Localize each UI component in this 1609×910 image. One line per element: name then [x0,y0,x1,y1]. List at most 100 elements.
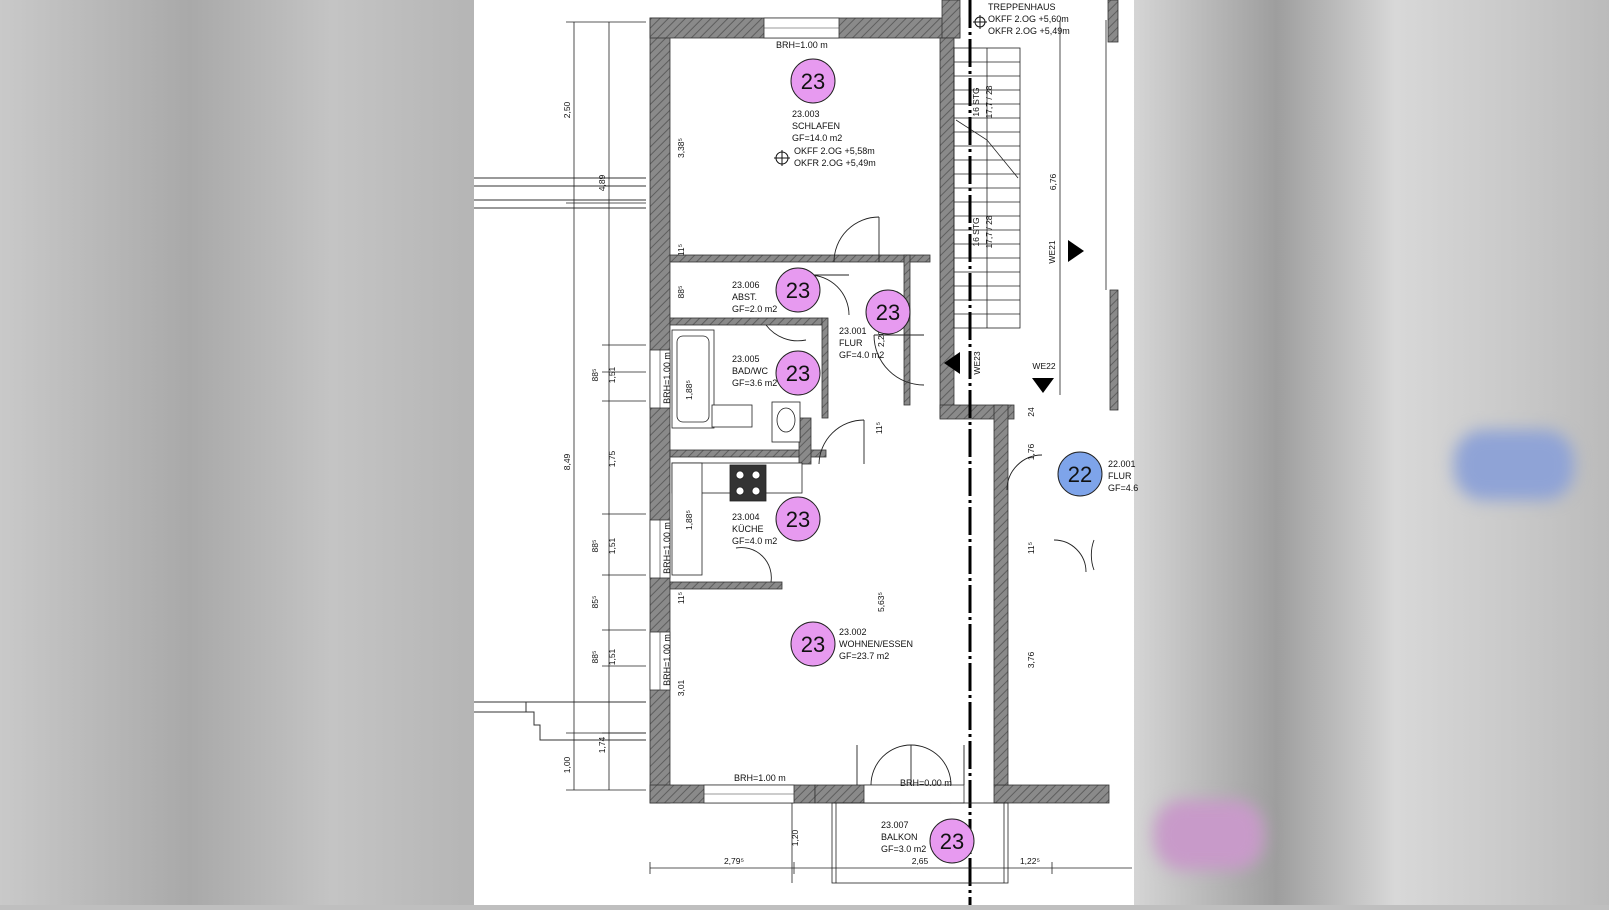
dim-mid-a: 4,89 [597,174,607,191]
room-schlafen: 23 23.003 SCHLAFEN GF=14.0 m2 [790,58,842,143]
room-name: FLUR [839,338,863,348]
room-name: FLUR [1108,471,1132,481]
stair-title: TREPPENHAUS [988,2,1056,12]
room-balkon: 23 23.007 BALKON GF=3.0 m2 [881,818,975,864]
dim-chain-2: 1,75 [607,450,617,467]
bedroom-level-okff: OKFF 2.OG +5,58m [794,146,875,156]
room-number: 23.005 [732,354,760,364]
walls [649,0,1119,804]
balcony [649,802,1132,884]
room-number: 23.003 [792,109,820,119]
dim-right-flur: 1,76 [1026,443,1036,460]
room-name: ABST. [732,292,757,302]
dim-bottom-left: 2,79⁵ [724,856,744,866]
kitchen-counter [671,462,803,576]
room-kueche: 23 23.004 KÜCHE GF=4.0 m2 [732,496,821,546]
level-marker-icon [973,15,987,29]
blurred-background-right [1134,0,1609,905]
dim-wall-11c: 11⁵ [676,592,686,604]
room-badge-number: 22 [1068,462,1092,487]
room-wohnen-essen: 23 23.002 WOHNEN/ESSEN GF=23.7 m2 [790,621,913,667]
floor-plan-sheet: 2,50 4,89 8,49 88⁵ 1,51 1,75 88⁵ 1,51 85… [474,0,1138,905]
dim-chain-0: 88⁵ [590,369,600,382]
room-badge-number: 23 [940,829,964,854]
floor-plan: 2,50 4,89 8,49 88⁵ 1,51 1,75 88⁵ 1,51 85… [474,0,1138,905]
stair-level-okfr: OKFR 2.OG +5,49m [988,26,1070,36]
room-abst: 23 23.006 ABST. GF=2.0 m2 [732,267,821,314]
window-height-balcony-door: BRH=0.00 m [900,778,952,788]
bath-fixtures [711,401,801,443]
dim-right-top: 24 [1026,407,1036,417]
stair-flight-lower: 16 STG [971,217,981,246]
dim-balcony-depth: 1,20 [790,829,800,846]
dimension-lines-left [566,21,646,791]
room-area: GF=4.0 m2 [839,350,884,360]
dim-wall-11b: 11⁵ [874,422,884,434]
room-flur: 23 23.001 FLUR GF=4.0 m2 [839,289,911,360]
room-badge-number: 23 [786,361,810,386]
dim-wall-11a: 11⁵ [676,244,686,256]
dim-living-height: 5,63⁵ [876,592,886,612]
room-name: BAD/WC [732,366,769,376]
room-number: 23.007 [881,820,909,830]
staircase [953,20,1107,395]
room-badge-number: 23 [876,300,900,325]
room-area: GF=23.7 m2 [839,651,889,661]
room-name: SCHLAFEN [792,121,840,131]
room-badge [775,496,821,542]
blurred-badge-pink [1154,800,1264,870]
dim-living-lower: 3,01 [676,679,686,696]
room-area: GF=4.6 [1108,483,1138,493]
room-badge-number: 23 [801,69,825,94]
dim-bedroom-height: 3,38⁵ [676,138,686,158]
room-number: 22.001 [1108,459,1136,469]
room-bad-wc: 23 23.005 BAD/WC GF=3.6 m2 [732,350,821,396]
room-neighbor-flur: 22 22.001 FLUR GF=4.6 [1057,451,1138,497]
room-badge [865,289,911,335]
window-height-bath: BRH=1.00 m [662,352,672,404]
room-area: GF=3.0 m2 [881,844,926,854]
stair-flight-lower-ratio: 17,7 / 28 [984,215,994,248]
room-area: GF=2.0 m2 [732,304,777,314]
dim-bottom-mid: 2,65 [912,856,929,866]
dim-kitchen-height: 1,88⁵ [684,510,694,530]
dim-chain-7: 1,51 [607,648,617,665]
room-name: KÜCHE [732,524,764,534]
bathtub [671,329,715,429]
blurred-background-left [0,0,474,905]
room-badge [775,350,821,396]
unit-tag-we22: WE22 [1032,361,1055,371]
room-name: BALKON [881,832,918,842]
dim-chain-6: 88⁵ [590,651,600,664]
unit-tag-we21: WE21 [1047,240,1057,263]
dim-bath-height: 1,88⁵ [684,380,694,400]
window-height-top: BRH=1.00 m [776,40,828,50]
room-number: 23.001 [839,326,867,336]
dim-flur-height: 2,20⁵ [876,327,886,347]
room-number: 23.004 [732,512,760,522]
room-badge-number: 23 [786,278,810,303]
dim-outer-bottom: 1,00 [562,756,572,773]
dim-right-wall: 11⁵ [1026,542,1036,554]
room-badge [1057,451,1103,497]
stair-length: 6,76 [1048,173,1058,190]
dim-mid-b: 1,74 [597,736,607,753]
room-number: 23.006 [732,280,760,290]
stair-flight-upper-ratio: 17,7 / 28 [984,85,994,118]
room-badge [790,621,836,667]
exterior-structure-left [474,177,646,741]
room-name: WOHNEN/ESSEN [839,639,913,649]
dim-chain-4: 1,51 [607,537,617,554]
dim-outer-top: 2,50 [562,101,572,118]
dim-chain-5: 85⁵ [590,596,600,609]
stair-level-okff: OKFF 2.OG +5,60m [988,14,1069,24]
dim-right-lower: 3,76 [1026,651,1036,668]
window-height-kitchen: BRH=1.00 m [662,522,672,574]
window-height-living-bottom: BRH=1.00 m [734,773,786,783]
level-marker-icon [774,150,790,166]
room-area: GF=3.6 m2 [732,378,777,388]
dim-chain-3: 88⁵ [590,540,600,553]
dim-outer-total: 8,49 [562,453,572,470]
unit-arrow-icon [944,240,1084,393]
stair-flight-upper: 16 STG [971,87,981,116]
